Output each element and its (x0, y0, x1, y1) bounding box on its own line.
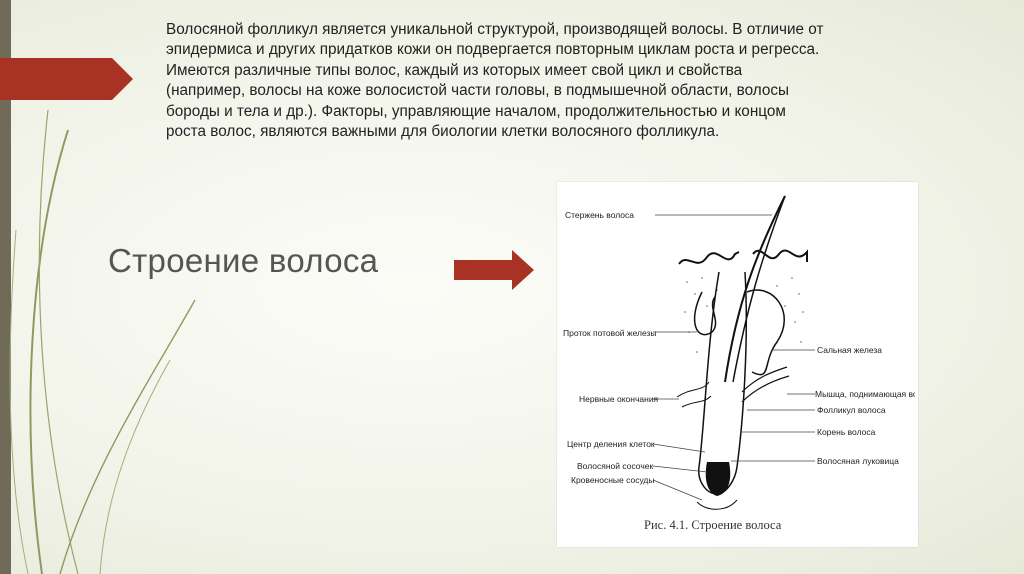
label-blood-vessels: Кровеносные сосуды (571, 475, 655, 485)
red-arrow-tab (0, 58, 133, 100)
figure-caption: Рис. 4.1. Строение волоса (644, 518, 782, 532)
right-arrow-icon (454, 250, 534, 290)
label-shaft: Стержень волоса (565, 210, 635, 220)
label-bulb: Волосяная луковица (817, 456, 899, 466)
label-sweat-duct: Проток потовой железы (563, 328, 657, 338)
decor-swoosh-lines (9, 109, 196, 574)
label-sebaceous-gland: Сальная железа (817, 345, 882, 355)
hair-structure-figure: Стержень волоса Проток потовой железы Не… (557, 182, 918, 547)
hair-follicle-diagram (652, 195, 815, 510)
label-nerve-endings: Нервные окончания (579, 394, 659, 404)
label-papilla: Волосяной сосочек (577, 461, 654, 471)
label-follicle: Фолликул волоса (817, 405, 886, 415)
body-paragraph: Волосяной фолликул является уникальной с… (166, 21, 824, 141)
label-root: Корень волоса (817, 427, 876, 437)
label-cell-division: Центр деления клеток (567, 439, 655, 449)
label-arrector-muscle: Мышца, поднимающая волос (815, 389, 915, 399)
slide-title: Строение волоса (108, 242, 379, 279)
left-decor-bar (0, 0, 11, 574)
